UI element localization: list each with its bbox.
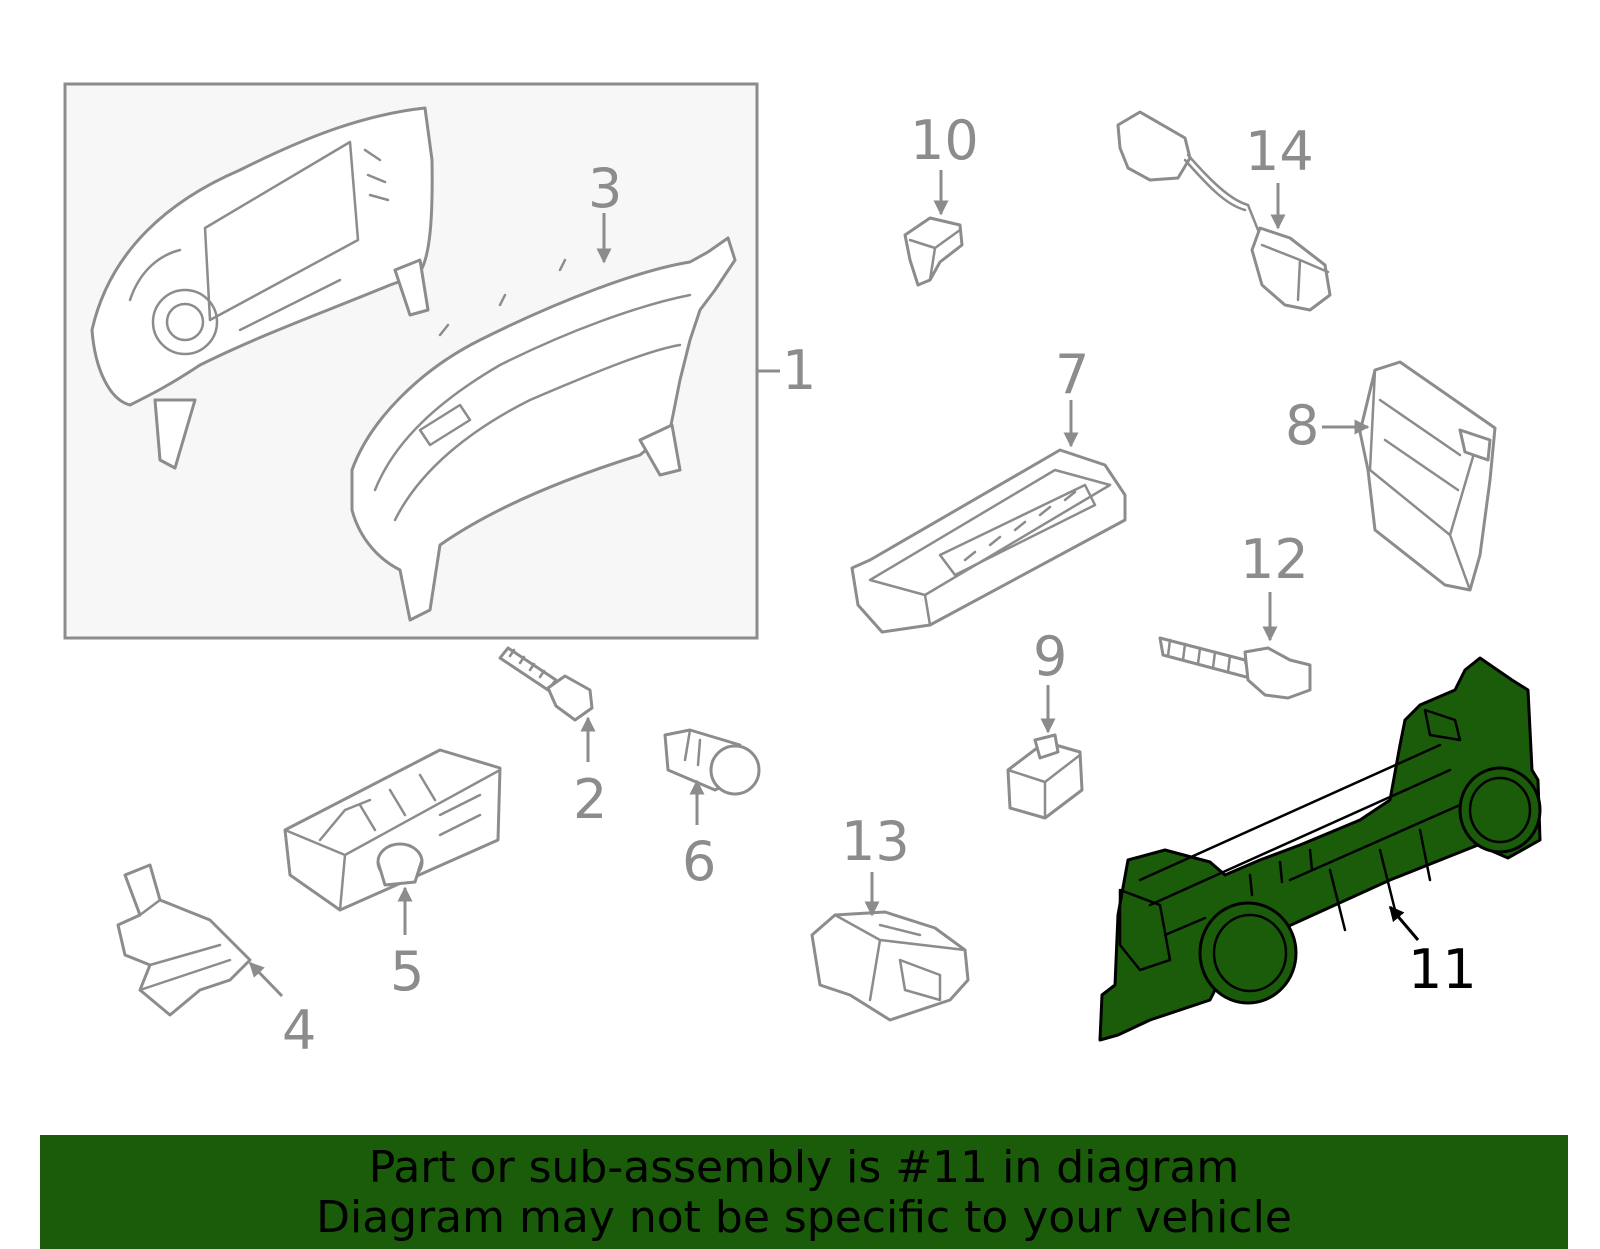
banner-line-2: Diagram may not be specific to your vehi… xyxy=(316,1192,1292,1243)
callout-11[interactable]: 11 xyxy=(1408,938,1477,1001)
clip-part-9 xyxy=(1006,733,1084,820)
info-banner: Part or sub-assembly is #11 in diagram D… xyxy=(40,1135,1568,1249)
leader-lines xyxy=(248,170,1420,998)
screw-part-12 xyxy=(1158,636,1312,700)
callout-labels: 1 2 3 4 5 6 7 8 9 10 11 12 13 14 xyxy=(282,109,1477,1062)
harness-part-14 xyxy=(1116,110,1332,312)
callout-13: 13 xyxy=(841,810,910,873)
climate-control-part-11 xyxy=(1098,656,1542,1042)
callout-7: 7 xyxy=(1055,343,1089,406)
cluster-housing xyxy=(350,236,737,622)
instrument-cluster-face xyxy=(90,106,434,470)
callout-5: 5 xyxy=(390,940,424,1003)
callout-8: 8 xyxy=(1285,394,1319,457)
callout-9: 9 xyxy=(1033,625,1067,688)
callout-12: 12 xyxy=(1240,528,1309,591)
bolt-part-2 xyxy=(498,646,594,722)
bracket-part-4 xyxy=(116,863,252,1017)
banner-line-1: Part or sub-assembly is #11 in diagram xyxy=(368,1142,1240,1193)
callout-10: 10 xyxy=(910,109,979,172)
callout-2: 2 xyxy=(573,768,607,831)
callout-14: 14 xyxy=(1245,120,1314,183)
callout-1: 1 xyxy=(782,339,816,402)
control-module-part-8 xyxy=(1358,360,1497,592)
control-panel-part-7 xyxy=(850,448,1127,634)
callout-4: 4 xyxy=(282,999,316,1062)
button-part-10 xyxy=(903,216,964,287)
knob-part-6 xyxy=(663,728,761,796)
switch-panel-part-5 xyxy=(283,748,502,912)
connector-part-13 xyxy=(810,910,970,1022)
callout-6: 6 xyxy=(682,830,716,893)
callout-3: 3 xyxy=(588,157,622,220)
